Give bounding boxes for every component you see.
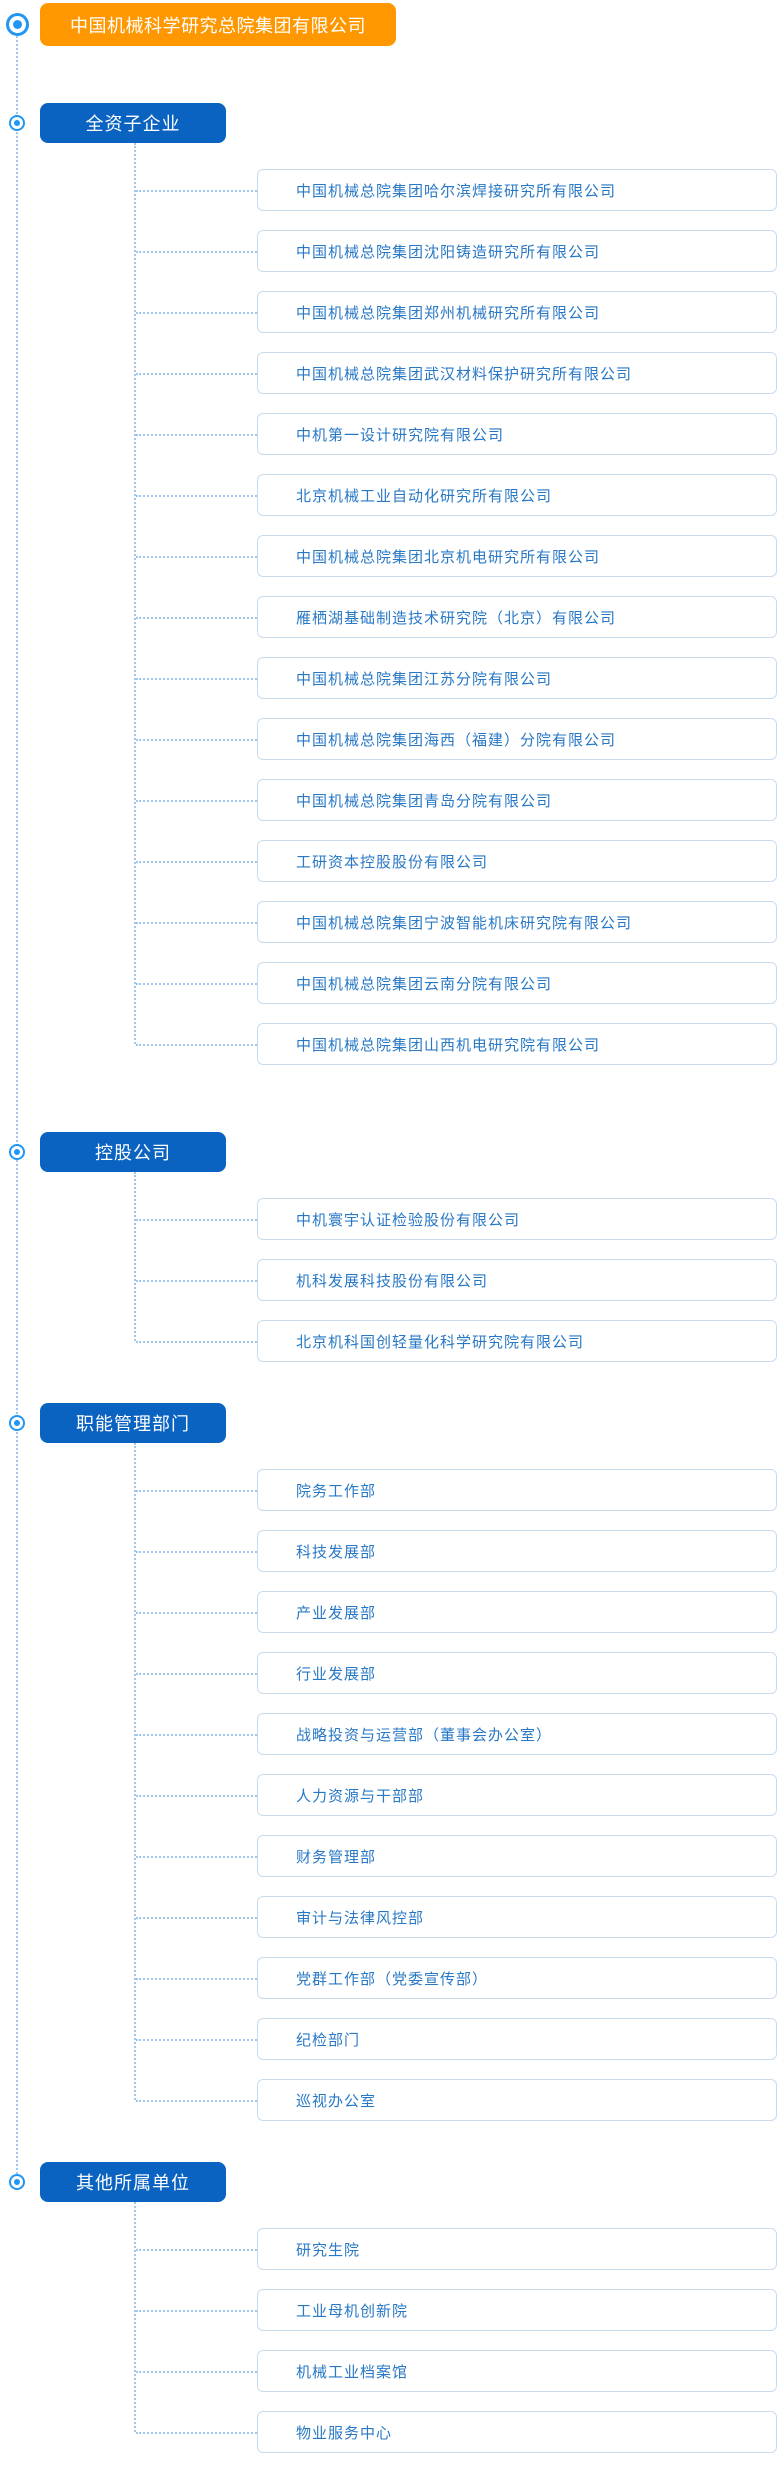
tree-item[interactable]: 中国机械总院集团云南分院有限公司: [136, 962, 777, 1004]
section-items: 院务工作部 科技发展部 产业发展部 行业发展部 战略投资与运营部（董事会办公室）…: [136, 1469, 779, 2121]
root-node-row: 中国机械科学研究总院集团有限公司: [6, 3, 779, 46]
section-header: 全资子企业: [40, 103, 226, 143]
section-bullet-icon: [9, 1415, 25, 1431]
section-bullet-icon: [9, 115, 25, 131]
section-items: 中国机械总院集团哈尔滨焊接研究所有限公司 中国机械总院集团沈阳铸造研究所有限公司…: [136, 169, 779, 1065]
tree-item[interactable]: 中机寰宇认证检验股份有限公司: [136, 1198, 777, 1240]
tree-item[interactable]: 中机第一设计研究院有限公司: [136, 413, 777, 455]
tree-item[interactable]: 中国机械总院集团郑州机械研究所有限公司: [136, 291, 777, 333]
section-header: 其他所属单位: [40, 2162, 226, 2202]
section-header: 控股公司: [40, 1132, 226, 1172]
tree-item[interactable]: 纪检部门: [136, 2018, 777, 2060]
tree-item[interactable]: 巡视办公室: [136, 2079, 777, 2121]
tree-item[interactable]: 产业发展部: [136, 1591, 777, 1633]
tree-item[interactable]: 中国机械总院集团沈阳铸造研究所有限公司: [136, 230, 777, 272]
tree-item[interactable]: 财务管理部: [136, 1835, 777, 1877]
tree-item[interactable]: 审计与法律风控部: [136, 1896, 777, 1938]
tree-item[interactable]: 战略投资与运营部（董事会办公室）: [136, 1713, 777, 1755]
tree-item[interactable]: 中国机械总院集团哈尔滨焊接研究所有限公司: [136, 169, 777, 211]
org-section: 其他所属单位 研究生院 工业母机创新院 机械工业档案馆 物业服务中心: [9, 2162, 779, 2453]
tree-item[interactable]: 中国机械总院集团武汉材料保护研究所有限公司: [136, 352, 777, 394]
tree-item[interactable]: 行业发展部: [136, 1652, 777, 1694]
org-section: 职能管理部门 院务工作部 科技发展部 产业发展部 行业发展部 战略投资与运营部（…: [9, 1403, 779, 2121]
tree-item[interactable]: 工研资本控股股份有限公司: [136, 840, 777, 882]
tree-item[interactable]: 人力资源与干部部: [136, 1774, 777, 1816]
tree-item[interactable]: 机械工业档案馆: [136, 2350, 777, 2392]
tree-item[interactable]: 中国机械总院集团北京机电研究所有限公司: [136, 535, 777, 577]
tree-item[interactable]: 中国机械总院集团海西（福建）分院有限公司: [136, 718, 777, 760]
tree-rail-line: [16, 24, 18, 2182]
tree-item[interactable]: 中国机械总院集团江苏分院有限公司: [136, 657, 777, 699]
tree-item[interactable]: 雁栖湖基础制造技术研究院（北京）有限公司: [136, 596, 777, 638]
tree-item[interactable]: 研究生院: [136, 2228, 777, 2270]
tree-item[interactable]: 中国机械总院集团山西机电研究院有限公司: [136, 1023, 777, 1065]
tree-item[interactable]: 北京机科国创轻量化科学研究院有限公司: [136, 1320, 777, 1362]
tree-item[interactable]: 党群工作部（党委宣传部）: [136, 1957, 777, 1999]
tree-item[interactable]: 科技发展部: [136, 1530, 777, 1572]
tree-item[interactable]: 物业服务中心: [136, 2411, 777, 2453]
org-section: 控股公司 中机寰宇认证检验股份有限公司 机科发展科技股份有限公司 北京机科国创轻…: [9, 1132, 779, 1362]
tree-item[interactable]: 中国机械总院集团宁波智能机床研究院有限公司: [136, 901, 777, 943]
tree-item[interactable]: 机科发展科技股份有限公司: [136, 1259, 777, 1301]
section-items: 中机寰宇认证检验股份有限公司 机科发展科技股份有限公司 北京机科国创轻量化科学研…: [136, 1198, 779, 1362]
tree-item[interactable]: 中国机械总院集团青岛分院有限公司: [136, 779, 777, 821]
tree-item[interactable]: 工业母机创新院: [136, 2289, 777, 2331]
org-section: 全资子企业 中国机械总院集团哈尔滨焊接研究所有限公司 中国机械总院集团沈阳铸造研…: [9, 103, 779, 1065]
section-bullet-icon: [9, 2174, 25, 2190]
section-bullet-icon: [9, 1144, 25, 1160]
tree-item[interactable]: 院务工作部: [136, 1469, 777, 1511]
section-header: 职能管理部门: [40, 1403, 226, 1443]
tree-item[interactable]: 北京机械工业自动化研究所有限公司: [136, 474, 777, 516]
org-tree: 全资子企业 中国机械总院集团哈尔滨焊接研究所有限公司 中国机械总院集团沈阳铸造研…: [9, 103, 779, 2453]
section-items: 研究生院 工业母机创新院 机械工业档案馆 物业服务中心: [136, 2228, 779, 2453]
root-node: 中国机械科学研究总院集团有限公司: [40, 3, 396, 46]
root-node-bullet-icon: [6, 13, 29, 36]
